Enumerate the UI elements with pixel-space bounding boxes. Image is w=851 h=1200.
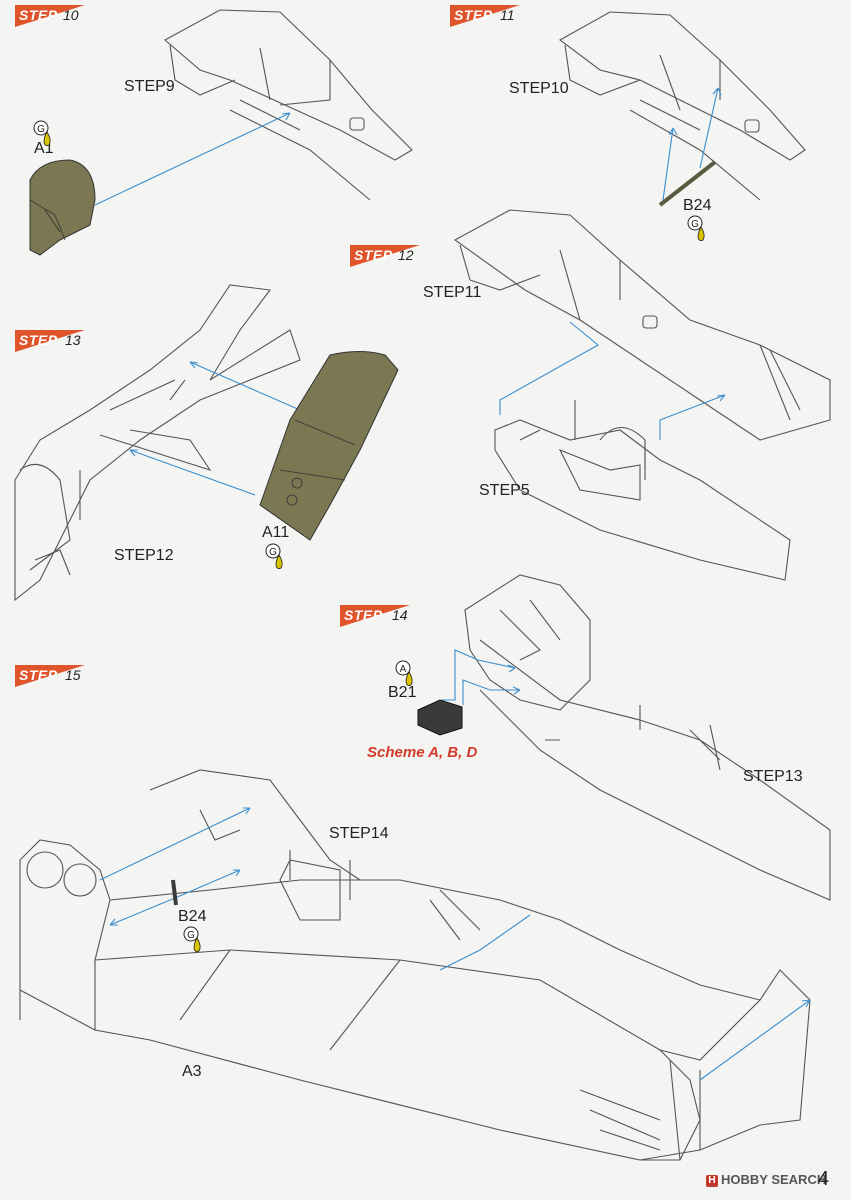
part-a11-panel [259,351,399,541]
arrow-a11 [129,361,301,496]
part-label-b24-lower: B24 [178,908,207,925]
step11-fuselage [558,11,806,161]
step-badge-bg [15,330,85,352]
paint-code: G [37,124,45,135]
part-label-a3: A3 [182,1063,202,1080]
step-badge-bg [450,5,520,27]
ref-step9: STEP9 [124,78,175,95]
step-badge-word: STEP [354,247,393,263]
arrow-b21 [442,649,520,705]
step-badge-word: STEP [19,667,58,683]
step-badge-word: STEP [19,7,58,23]
step13-fuselage [14,284,301,602]
paint-code: G [187,930,195,941]
step10-fuselage [164,9,413,161]
step-badge-bg [15,665,85,687]
arrow-b24-top [662,87,719,201]
step-badge-bg [340,605,410,627]
ref-step12: STEP12 [114,547,174,564]
watermark-text: HOBBY SEARCH [721,1172,827,1187]
part-b24-rod [171,879,178,906]
ref-step13: STEP13 [743,768,803,785]
step-badge-bg [15,5,85,27]
step15-fuselage [19,839,811,1161]
step-badge-number: 14 [392,607,408,623]
paint-code: G [269,547,277,558]
ref-step11: STEP11 [423,284,482,301]
step-badge-bg [350,245,420,267]
part-b24-strut [658,160,717,207]
paint-code: G [691,219,699,230]
step12-fuselage [453,209,831,441]
step5-cockpit [494,419,791,581]
watermark-logo-icon: H [706,1175,718,1187]
paint-drop-icon: G [265,543,283,569]
step-badge-word: STEP [454,7,493,23]
arrow-a1 [94,112,291,206]
step-badge-word: STEP [19,332,58,348]
page-number: 4 [818,1168,830,1190]
paint-drop-icon: G [687,215,705,241]
step14-cockpit [464,574,591,711]
part-a1-headrest [29,159,96,256]
part-label-b24: B24 [683,197,712,214]
scheme-note: Scheme A, B, D [367,744,478,761]
step-badge-word: STEP [344,607,383,623]
part-b21-bracket [417,699,463,736]
paint-drop-icon: G [33,120,51,146]
paint-drop-icon: A [395,660,413,686]
paint-code: A [400,664,407,675]
part-label-a11: A11 [262,524,290,541]
part-label-b21: B21 [388,684,417,701]
ref-step14: STEP14 [329,825,389,842]
ref-step10: STEP10 [509,80,569,97]
paint-drop-icon: G [183,926,201,952]
step-badge-number: 15 [65,667,81,683]
step-badge-number: 13 [65,332,81,348]
step-badge-number: 11 [500,7,515,23]
arrow-b24-bottom [99,807,251,926]
ref-step5: STEP5 [479,482,530,499]
arrow-step5 [499,321,726,440]
step-badge-number: 10 [63,7,79,23]
arrow-tail [439,914,811,1081]
step-badge-number: 12 [398,247,414,263]
